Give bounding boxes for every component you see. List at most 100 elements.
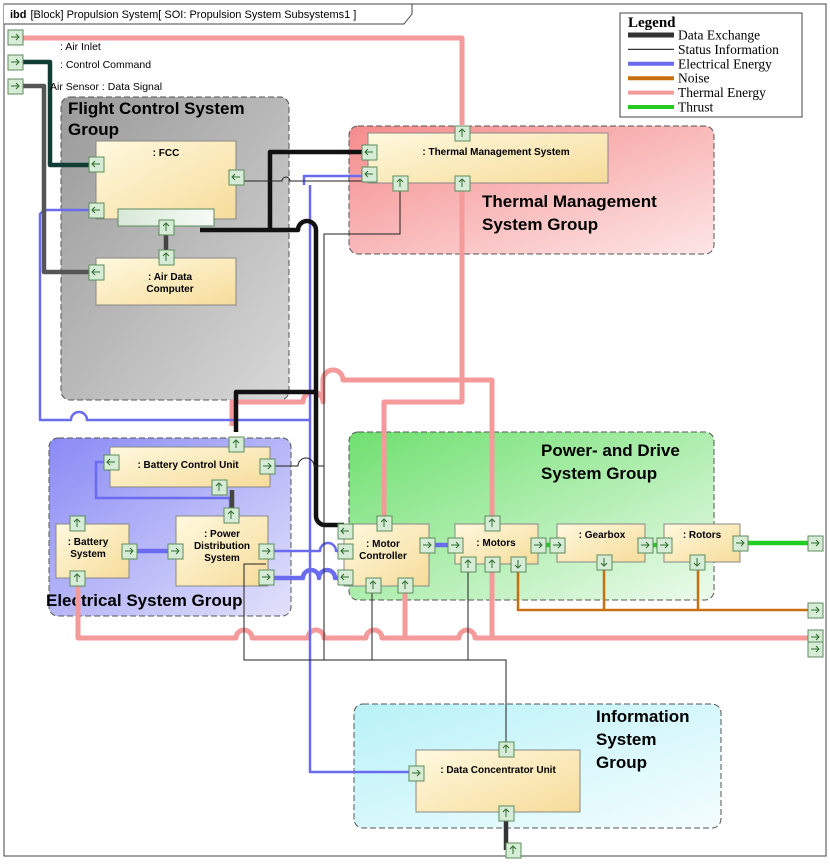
- port-icon[interactable]: [392, 175, 409, 192]
- port-icon[interactable]: [454, 125, 471, 142]
- block-label: : Air Data: [148, 272, 193, 283]
- battery-control-unit-block[interactable]: : Battery Control Unit: [109, 446, 271, 488]
- port-icon[interactable]: [121, 543, 138, 560]
- port-icon[interactable]: [454, 175, 471, 192]
- port-icon[interactable]: [228, 169, 245, 186]
- port-icon[interactable]: [88, 264, 105, 281]
- motor-controller-block[interactable]: : Motor Controller: [343, 523, 430, 587]
- port-icon[interactable]: [505, 842, 522, 859]
- port-icon[interactable]: [337, 569, 354, 586]
- port-icon[interactable]: [419, 537, 436, 554]
- group-title: Electrical System Group: [46, 591, 243, 610]
- block-label: : Data Concentrator Unit: [440, 765, 556, 776]
- port-icon[interactable]: [637, 537, 654, 554]
- block-label: Controller: [359, 551, 407, 562]
- data-exchange-connectors: [22, 59, 509, 850]
- port-icon[interactable]: [807, 641, 824, 658]
- frame-heading: ibd[Block] Propulsion System[ SOI: Propu…: [10, 9, 356, 21]
- port-icon[interactable]: [460, 556, 477, 573]
- port-icon[interactable]: [7, 29, 24, 46]
- port-icon[interactable]: [484, 556, 501, 573]
- group-title: System Group: [541, 464, 657, 483]
- legend-title: Legend: [628, 15, 676, 31]
- port-icon[interactable]: [689, 554, 706, 571]
- block-label: Distribution: [194, 541, 250, 552]
- port-icon[interactable]: [376, 515, 393, 532]
- port-icon[interactable]: [167, 543, 184, 560]
- port-icon[interactable]: [69, 515, 86, 532]
- legend-item-label: Status Information: [678, 42, 779, 57]
- port-icon[interactable]: [158, 219, 175, 236]
- block-label: : Battery: [68, 537, 109, 548]
- port-icon[interactable]: [530, 537, 547, 554]
- port-icon[interactable]: [807, 535, 824, 552]
- port-icon[interactable]: [158, 249, 175, 266]
- port-icon[interactable]: [447, 537, 464, 554]
- port-icon[interactable]: [88, 202, 105, 219]
- port-icon[interactable]: [7, 54, 24, 71]
- block-label: : Battery Control Unit: [137, 460, 239, 471]
- port-icon[interactable]: [365, 577, 382, 594]
- port-icon[interactable]: [397, 577, 414, 594]
- port-icon[interactable]: [223, 507, 240, 524]
- port-icon[interactable]: [498, 805, 515, 822]
- fcc-block[interactable]: : FCC: [95, 140, 237, 227]
- status-information-connectors: [236, 176, 507, 746]
- port-icon[interactable]: [259, 458, 276, 475]
- port-icon[interactable]: [549, 537, 566, 554]
- port-icon[interactable]: [258, 543, 275, 560]
- air-inlet-port-label: : Air Inlet: [60, 41, 101, 53]
- group-title: Power- and Drive: [541, 441, 680, 460]
- air-sensor-port-label: Air Sensor : Data Signal: [50, 81, 162, 93]
- port-icon[interactable]: [337, 523, 354, 540]
- port-icon[interactable]: [103, 454, 120, 471]
- port-icon[interactable]: [361, 144, 378, 161]
- power-distribution-system-block[interactable]: : Power Distribution System: [175, 515, 269, 587]
- port-icon[interactable]: [732, 535, 749, 552]
- block-label: : FCC: [153, 148, 180, 159]
- legend-item-label: Electrical Energy: [678, 56, 772, 71]
- diagram-frame: [3, 3, 827, 857]
- block-label: : Motor: [366, 539, 400, 550]
- port-icon[interactable]: [7, 78, 24, 95]
- battery-system-block[interactable]: : Battery System: [55, 523, 130, 579]
- block-label: System: [204, 553, 240, 564]
- port-icon[interactable]: [337, 543, 354, 560]
- data-concentrator-unit-block[interactable]: : Data Concentrator Unit: [415, 749, 581, 813]
- port-icon[interactable]: [88, 156, 105, 173]
- group-title: Thermal Management: [482, 192, 657, 211]
- group-title: Flight Control System: [68, 99, 245, 118]
- port-icon[interactable]: [408, 765, 425, 782]
- port-icon[interactable]: [596, 554, 613, 571]
- group-title: Group: [68, 120, 119, 139]
- block-label: System: [70, 549, 106, 560]
- legend-item-label: Noise: [678, 71, 710, 86]
- group-title: System: [596, 730, 656, 749]
- block-label: : Rotors: [683, 530, 722, 541]
- block-label: : Power: [204, 529, 240, 540]
- control-command-port-label: : Control Command: [60, 59, 151, 71]
- port-icon[interactable]: [807, 602, 824, 619]
- port-icon[interactable]: [361, 166, 378, 183]
- legend-item-label: Data Exchange: [678, 28, 760, 43]
- block-label: : Gearbox: [579, 530, 626, 541]
- thermal-management-system-block[interactable]: : Thermal Management System: [367, 132, 609, 184]
- block-label: Computer: [146, 284, 193, 295]
- air-data-computer-block[interactable]: : Air Data Computer: [95, 257, 237, 306]
- port-icon[interactable]: [807, 629, 824, 646]
- port-icon[interactable]: [656, 537, 673, 554]
- block-label: : Thermal Management System: [422, 147, 569, 158]
- port-icon[interactable]: [498, 741, 515, 758]
- port-icon[interactable]: [228, 436, 245, 453]
- port-icon[interactable]: [484, 515, 501, 532]
- port-icon[interactable]: [211, 479, 228, 496]
- port-icon[interactable]: [69, 570, 86, 587]
- group-title: Group: [596, 753, 647, 772]
- port-icon[interactable]: [258, 569, 275, 586]
- legend-item-label: Thermal Energy: [678, 85, 766, 100]
- block-label: : Motors: [476, 538, 516, 549]
- port-icon[interactable]: [510, 556, 527, 573]
